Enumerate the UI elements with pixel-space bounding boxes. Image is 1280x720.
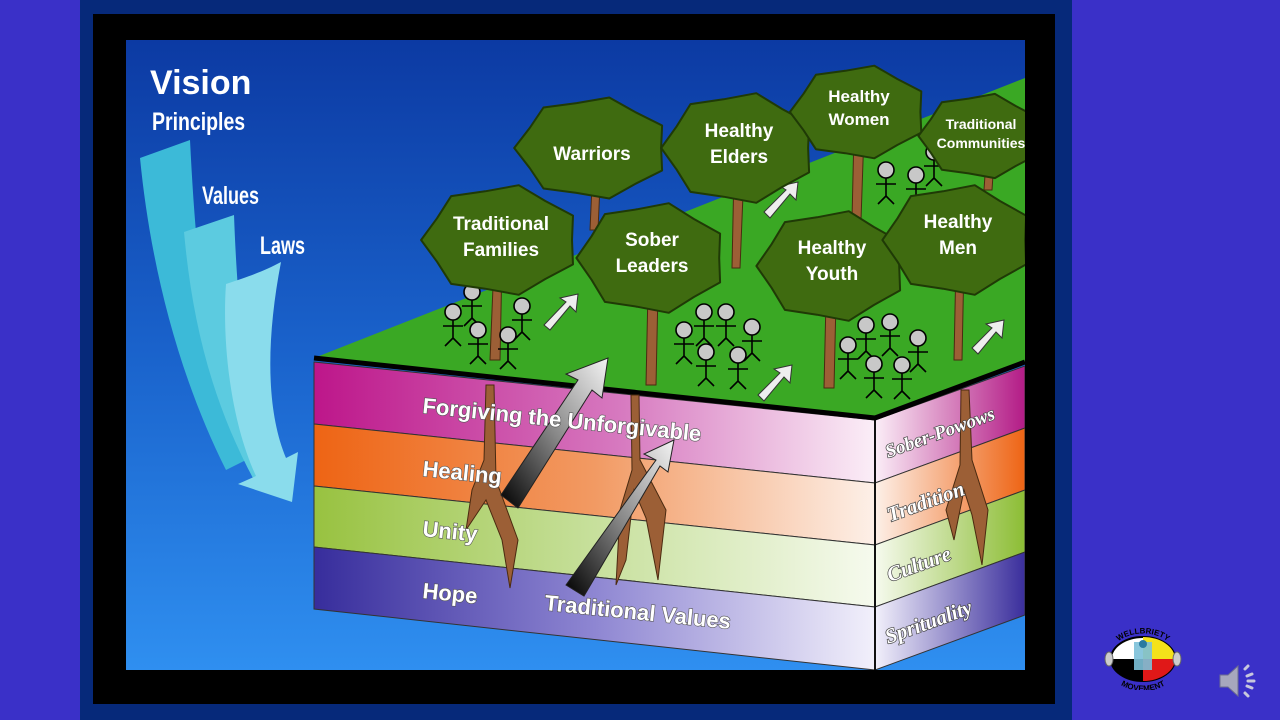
stick-figure — [876, 161, 896, 205]
stick-figure — [696, 343, 716, 387]
wellbriety-diagram: Vision Principles Values Laws — [140, 64, 1025, 670]
logo-bottom-text: MOVEMENT — [1120, 679, 1167, 690]
stick-figure — [443, 303, 463, 347]
tree-label-healthy-elders-2: Elders — [710, 147, 768, 168]
stick-figure — [906, 166, 926, 210]
people-figures — [443, 143, 944, 400]
stick-figure — [674, 321, 694, 365]
side-face — [874, 365, 1025, 670]
tree-canopy — [575, 202, 722, 314]
tree-label-healthy-elders-1: Healthy — [705, 121, 774, 142]
stick-figure — [468, 321, 488, 365]
vision-label: Vision — [150, 64, 251, 102]
tree-label-warriors: Warriors — [553, 144, 630, 165]
tree-canopy — [660, 92, 811, 204]
tree-label-healthy-youth-2: Youth — [806, 264, 858, 285]
tree-canopy — [881, 184, 1025, 296]
tree-label-traditional-families-2: Families — [463, 240, 539, 261]
stick-figure — [908, 329, 928, 373]
stick-figure — [864, 355, 884, 399]
slide: Vision Principles Values Laws — [80, 0, 1072, 720]
stick-figure — [742, 318, 762, 362]
slide-frame: Vision Principles Values Laws — [93, 14, 1055, 704]
grass-arrows — [543, 181, 1005, 402]
stick-figure — [498, 326, 518, 370]
tree-canopy — [420, 184, 574, 296]
tree-canopy — [513, 96, 664, 200]
tree-canopies — [420, 64, 1025, 322]
stick-figure — [880, 313, 900, 357]
layer-unity: Unity — [421, 516, 479, 547]
stick-figure — [892, 356, 912, 400]
svg-text:MOVEMENT: MOVEMENT — [1120, 679, 1167, 690]
stick-figure — [512, 297, 532, 341]
tree-label-traditional-communities-1: Traditional — [946, 116, 1017, 132]
tree-label-healthy-youth-1: Healthy — [798, 238, 867, 259]
layer-hope: Hope — [421, 578, 478, 608]
stick-figure — [694, 303, 714, 347]
tree-label-healthy-women-1: Healthy — [828, 87, 890, 106]
tree-canopy — [788, 64, 923, 160]
stick-figure — [716, 303, 736, 347]
tree-label-healthy-men-1: Healthy — [924, 212, 993, 233]
tree-label-sober-leaders-1: Sober — [625, 230, 679, 251]
tree-label-sober-leaders-2: Leaders — [616, 256, 689, 277]
speaker-icon[interactable] — [1218, 662, 1262, 700]
growth-arrow-1 — [500, 357, 609, 509]
hierarchy-arrows — [140, 140, 298, 502]
tree-label-traditional-communities-2: Communities — [937, 135, 1025, 151]
laws-arrow — [225, 262, 298, 502]
values-label: Values — [202, 181, 259, 210]
tree-canopy — [755, 210, 902, 322]
principles-label: Principles — [152, 108, 245, 136]
diagram-panel: Vision Principles Values Laws — [126, 40, 1025, 670]
growth-arrow-2 — [565, 439, 675, 597]
stick-figure — [838, 336, 858, 380]
wellbriety-logo: WELLBRIETY MOVEMENT — [1104, 628, 1182, 690]
laws-label: Laws — [260, 231, 305, 260]
stick-figure — [728, 346, 748, 390]
tree-label-healthy-women-2: Women — [828, 110, 889, 129]
front-face — [313, 361, 876, 670]
tree-label-traditional-families-1: Traditional — [453, 214, 549, 235]
stick-figure — [856, 316, 876, 360]
tree-label-healthy-men-2: Men — [939, 238, 977, 259]
tree-canopy — [917, 92, 1025, 180]
